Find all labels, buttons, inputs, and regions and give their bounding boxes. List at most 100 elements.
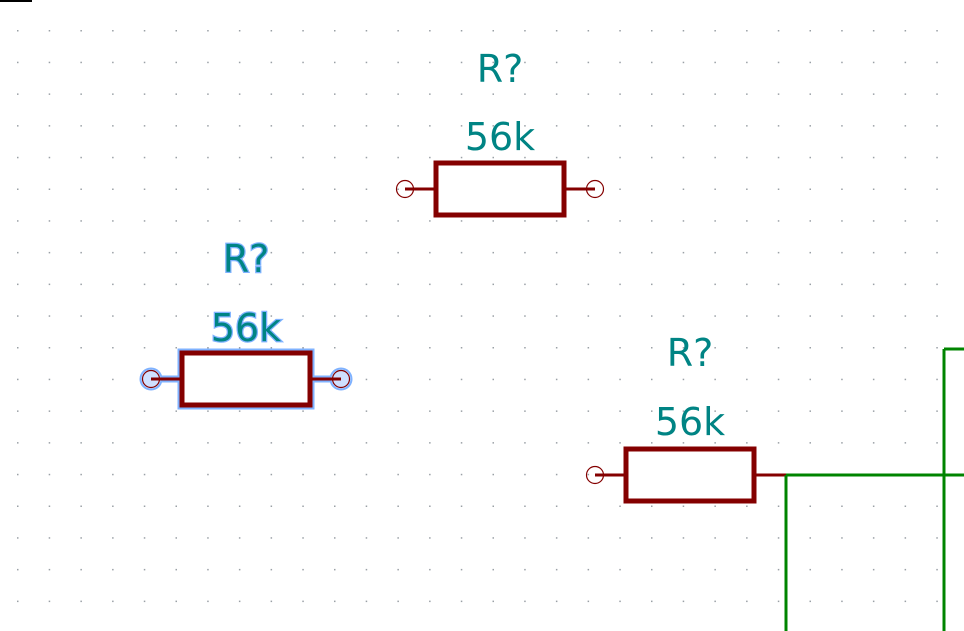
grid-dot <box>809 505 811 507</box>
pin-endpoint-right[interactable] <box>331 369 351 389</box>
resistor-body[interactable] <box>623 446 757 504</box>
grid-dot <box>904 537 907 539</box>
grid-dot <box>397 378 399 381</box>
grid-dot <box>334 315 336 317</box>
component-value[interactable]: 56k <box>210 305 283 352</box>
grid-dot <box>492 125 494 127</box>
grid-dot <box>682 251 685 254</box>
pin-endpoint-left[interactable] <box>585 465 605 485</box>
grid-dot <box>904 188 907 190</box>
grid-dot <box>904 568 907 571</box>
reference-designator[interactable]: R? <box>221 236 270 283</box>
grid-dot <box>270 347 273 349</box>
grid-dot <box>17 600 19 603</box>
grid-dot <box>397 283 399 286</box>
grid-dot <box>936 93 938 95</box>
grid-dot <box>334 156 336 159</box>
resistor-symbol-selected[interactable]: R? 56k <box>139 236 353 410</box>
grid-dot <box>238 315 241 317</box>
grid-dot <box>112 61 114 64</box>
grid-dot <box>555 568 558 571</box>
grid-dot <box>270 93 273 95</box>
grid-dot <box>682 188 685 190</box>
grid-dot <box>492 537 494 539</box>
grid-dot <box>841 410 843 412</box>
grid-dot <box>397 156 399 159</box>
grid-dot <box>936 378 938 381</box>
grid-dot <box>777 283 780 286</box>
grid-dot <box>112 505 114 507</box>
grid-dot <box>143 283 146 286</box>
grid-dot <box>936 61 938 64</box>
grid-dot <box>841 505 843 507</box>
grid-dot <box>17 125 19 127</box>
grid-dot <box>397 125 399 127</box>
grid-dot <box>143 473 146 476</box>
pin-endpoint-right[interactable] <box>585 179 605 199</box>
grid-dot <box>460 410 463 412</box>
reference-designator[interactable]: R? <box>477 47 524 91</box>
resistor-symbol[interactable]: R? 56k <box>395 47 605 218</box>
grid-dot <box>714 410 716 412</box>
grid-dot <box>48 93 51 95</box>
grid-dot <box>587 283 590 286</box>
grid-dot <box>492 378 494 381</box>
resistor-symbol[interactable]: R? 56k <box>585 331 787 504</box>
component-value[interactable]: 56k <box>465 115 535 159</box>
grid-dot <box>777 315 780 317</box>
resistor-body[interactable] <box>179 350 313 408</box>
grid-dot <box>587 251 590 254</box>
grid-dot <box>365 568 368 571</box>
grid-dot <box>460 61 463 64</box>
grid-dot <box>492 283 494 286</box>
grid-dot <box>397 93 399 95</box>
grid-dot <box>80 93 82 95</box>
grid-dot <box>429 347 431 349</box>
grid-dot <box>524 30 526 32</box>
grid-dot <box>365 220 368 222</box>
grid-dot <box>746 251 748 254</box>
component-value[interactable]: 56k <box>655 400 725 444</box>
grid-dot <box>397 442 399 444</box>
grid-dot <box>48 442 51 444</box>
grid-dot <box>460 378 463 381</box>
grid-dot <box>936 315 938 317</box>
grid-dot <box>143 156 146 159</box>
grid-dot <box>80 568 82 571</box>
grid-dot <box>777 568 780 571</box>
grid-dot <box>682 410 685 412</box>
grid-dot <box>270 251 273 254</box>
grid-dot <box>872 537 875 539</box>
grid-dot <box>587 347 590 349</box>
pin-endpoint-left[interactable] <box>395 179 415 199</box>
grid-dot <box>334 188 336 190</box>
grid-dot <box>777 220 780 222</box>
grid-dot <box>651 125 653 127</box>
grid-dot <box>112 125 114 127</box>
grid-dot <box>334 251 336 254</box>
grid-dot <box>238 125 241 127</box>
grid-dot <box>48 505 51 507</box>
pin-endpoint-left[interactable] <box>141 369 161 389</box>
grid-dot <box>524 220 526 222</box>
grid-dot <box>238 537 241 539</box>
reference-designator[interactable]: R? <box>667 331 714 375</box>
grid-dot <box>809 30 811 32</box>
grid-dot <box>112 30 114 32</box>
grid-dot <box>175 188 177 190</box>
wire-net[interactable] <box>784 347 964 631</box>
resistor-body[interactable] <box>433 160 567 218</box>
grid-dot <box>365 537 368 539</box>
grid-dot <box>143 600 146 603</box>
grid-dot <box>175 505 177 507</box>
grid-dot <box>714 125 716 127</box>
grid-dot <box>207 125 209 127</box>
grid-dot <box>619 568 621 571</box>
grid-dot <box>555 93 558 95</box>
grid-dot <box>492 410 494 412</box>
grid-dot <box>746 156 748 159</box>
grid-dot <box>175 283 177 286</box>
grid-dot <box>365 378 368 381</box>
grid-dot <box>429 505 431 507</box>
